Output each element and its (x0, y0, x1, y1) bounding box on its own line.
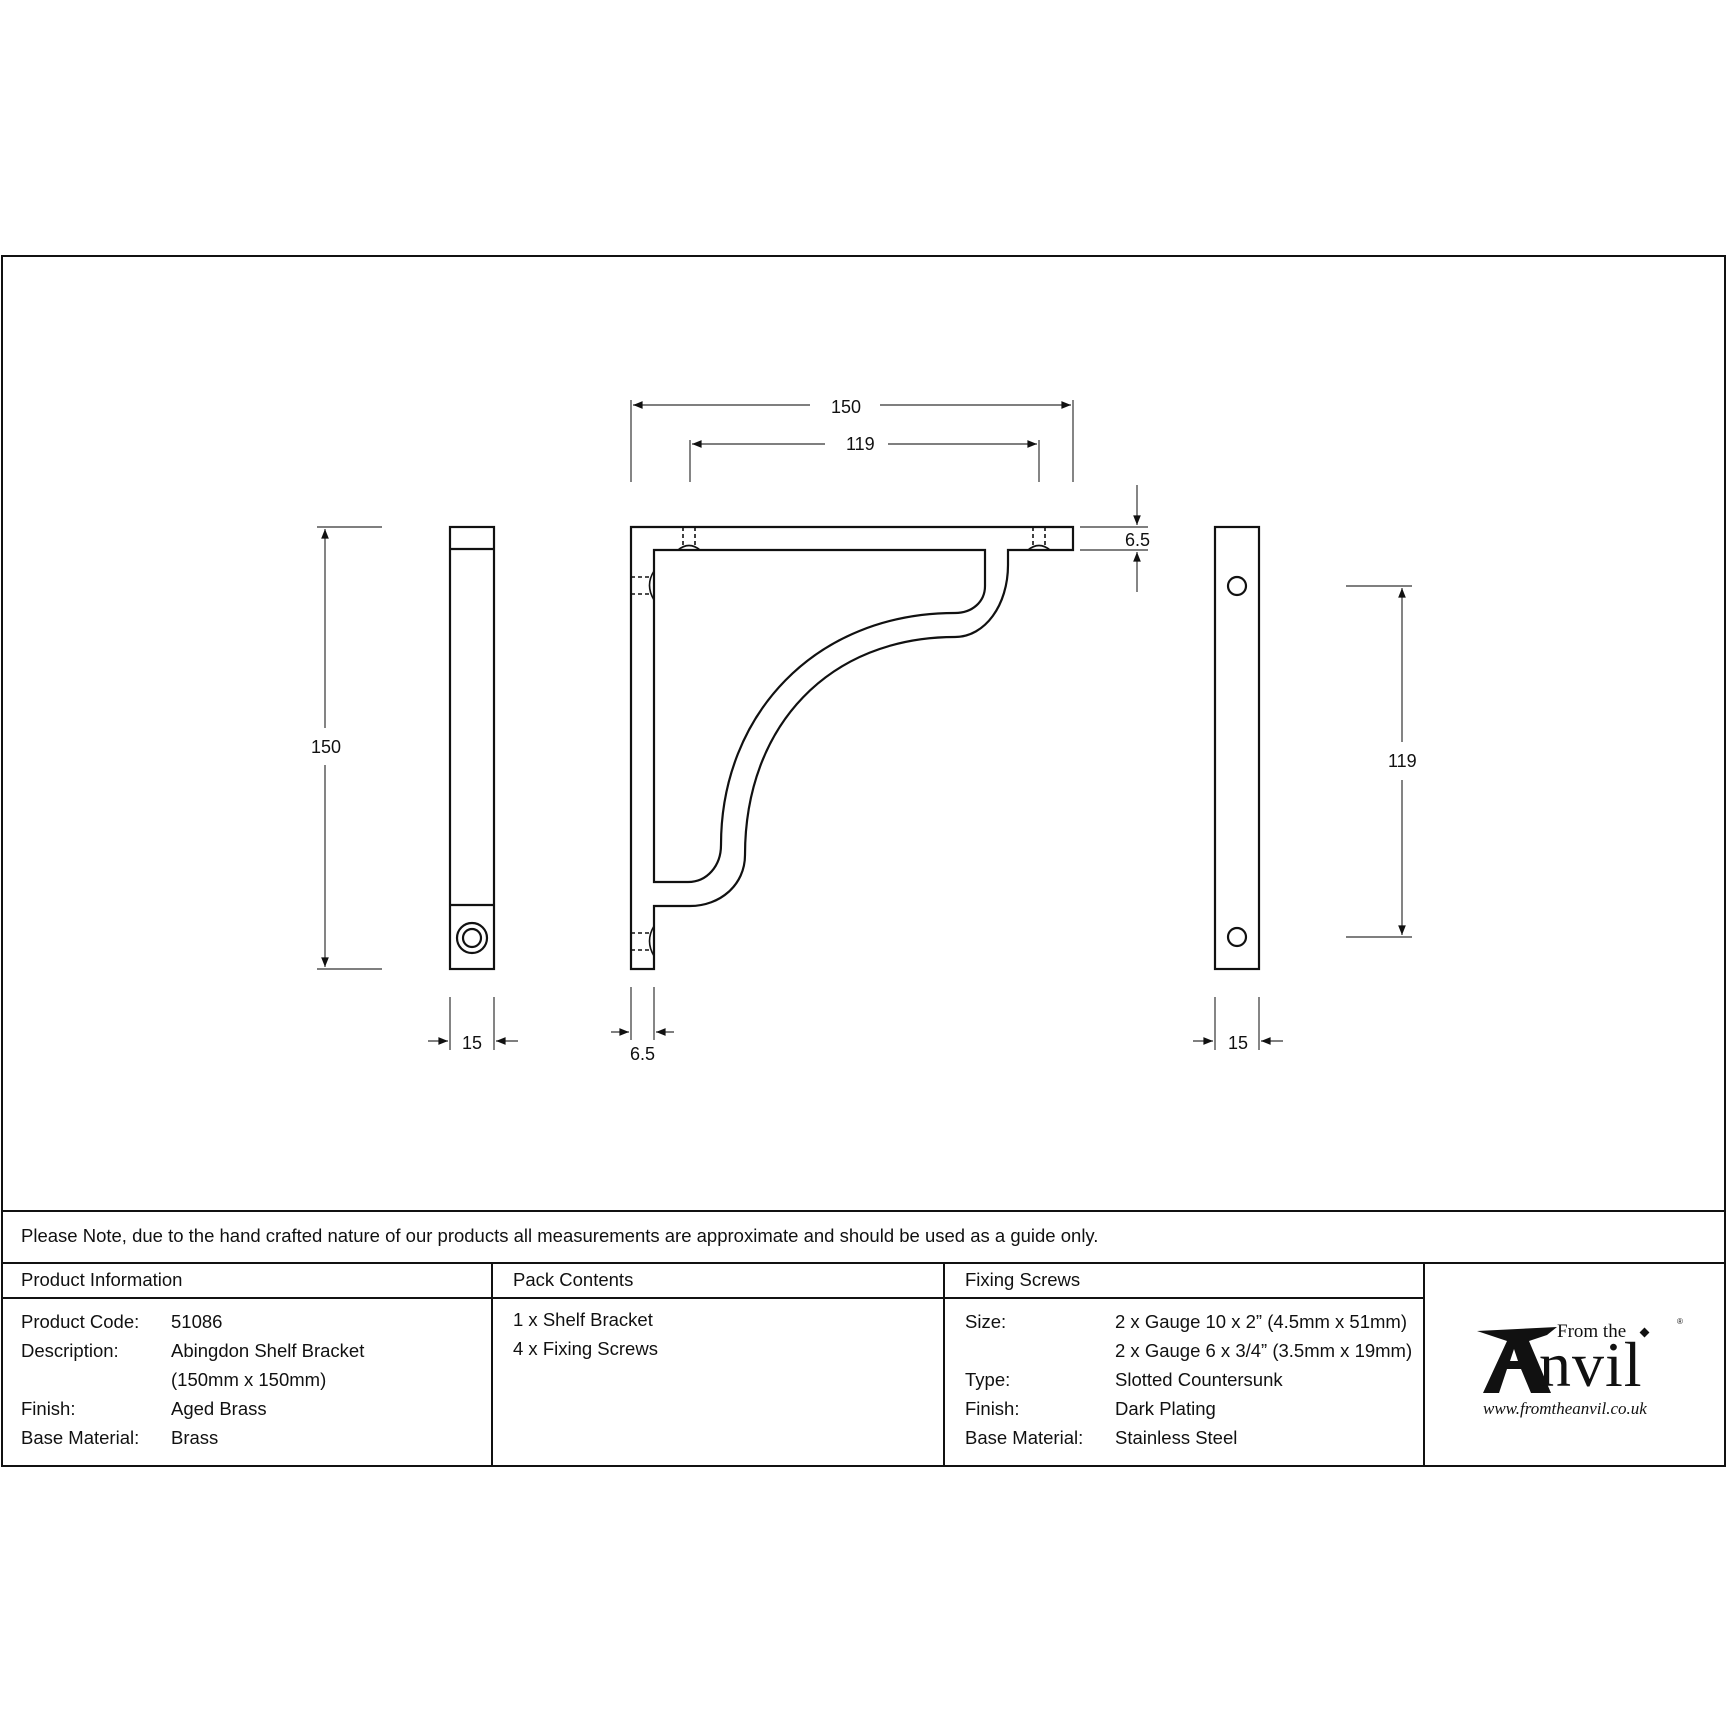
dim-thickness-back: 6.5 (630, 1044, 656, 1064)
base-material-row: Base Material:Brass (21, 1427, 219, 1448)
product-code-row: Product Code:51086 (21, 1311, 223, 1332)
anvil-icon (1477, 1327, 1557, 1393)
description-row: Description:Abingdon Shelf Bracket (21, 1340, 365, 1361)
pack-item: 1 x Shelf Bracket (513, 1309, 653, 1330)
screw-size-row-2: 2 x Gauge 6 x 3/4” (3.5mm x 19mm) (1115, 1340, 1413, 1361)
screw-finish-row: Finish:Dark Plating (965, 1398, 1216, 1419)
dim-fixing-centres-vertical: 119 (1388, 751, 1417, 771)
screw-type-row: Type:Slotted Countersunk (965, 1369, 1283, 1390)
pack-item: 4 x Fixing Screws (513, 1338, 658, 1359)
side-view (448, 525, 496, 971)
finish-row: Finish:Aged Brass (21, 1398, 267, 1419)
description-row-2: (150mm x 150mm) (171, 1369, 327, 1390)
logo-brand: nvil (1539, 1329, 1643, 1400)
dim-height-overall: 150 (311, 737, 342, 757)
registered-mark: ® (1677, 1317, 1683, 1326)
technical-drawing (317, 400, 1412, 1050)
logo-from-the: From the (1557, 1321, 1627, 1342)
dim-back-width: 15 (1228, 1033, 1249, 1053)
logo-url: www.fromtheanvil.co.uk (1483, 1399, 1647, 1418)
front-view (629, 525, 1075, 971)
back-view (1213, 525, 1261, 971)
dim-thickness-top: 6.5 (1125, 530, 1151, 550)
screw-base-material-row: Base Material:Stainless Steel (965, 1427, 1238, 1448)
drawing-frame (1, 255, 1726, 1467)
fixing-screws-panel: Fixing Screws Size:2 x Gauge 10 x 2” (4.… (945, 1264, 1425, 1467)
measurement-note: Please Note, due to the hand crafted nat… (1, 1210, 1726, 1262)
fixing-screws-heading: Fixing Screws (945, 1264, 1423, 1299)
logo-panel: From the nvil ® www.fromtheanvil.co.uk (1425, 1264, 1726, 1467)
info-table: Product Information Product Code:51086 D… (1, 1262, 1726, 1467)
product-information-panel: Product Information Product Code:51086 D… (1, 1264, 493, 1467)
product-information-heading: Product Information (1, 1264, 491, 1299)
from-the-anvil-logo: From the nvil ® www.fromtheanvil.co.uk (1477, 1317, 1687, 1419)
dim-side-width: 15 (462, 1033, 483, 1053)
dim-fixing-centres-horizontal: 119 (846, 434, 875, 454)
pack-contents-panel: Pack Contents 1 x Shelf Bracket 4 x Fixi… (493, 1264, 945, 1467)
screw-size-row: Size:2 x Gauge 10 x 2” (4.5mm x 51mm) (965, 1311, 1407, 1332)
dim-width-overall: 150 (831, 397, 862, 417)
pack-contents-heading: Pack Contents (493, 1264, 943, 1299)
